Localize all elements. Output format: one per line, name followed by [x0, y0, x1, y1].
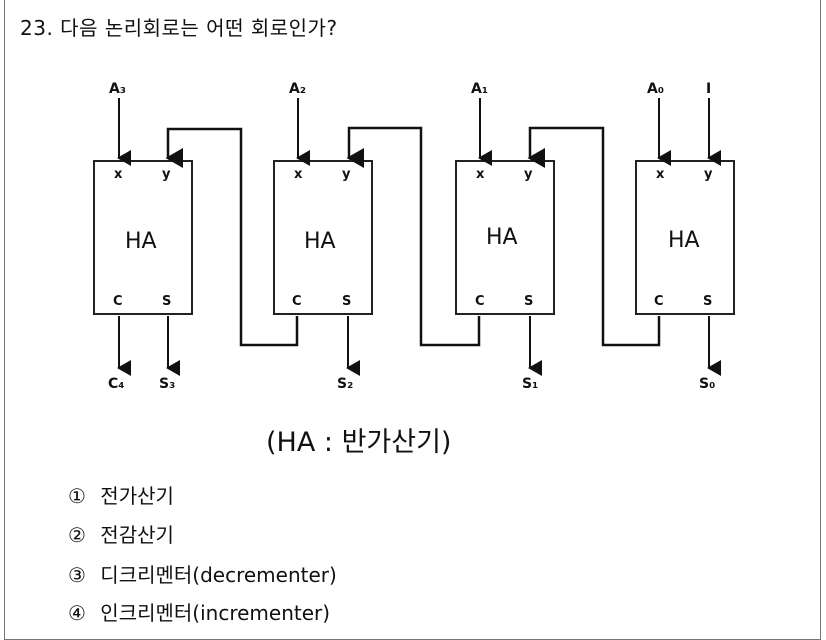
half-adder-block-2 [273, 160, 373, 315]
port-y-2: y [342, 167, 351, 182]
carry-wire-0-to-1 [527, 126, 661, 347]
question-text: 다음 논리회로는 어떤 회로인가? [60, 16, 338, 40]
output-label-s3: S₃ [159, 376, 175, 392]
port-y-0: y [704, 167, 713, 182]
ha-label-0: HA [668, 228, 700, 253]
ha-label-2: HA [304, 229, 336, 254]
input-label-a0: A₀ [647, 81, 664, 97]
port-c-0: C [654, 294, 664, 309]
ha-label-1: HA [486, 225, 518, 250]
answer-option-2[interactable]: ② 전감산기 [68, 519, 174, 548]
half-adder-block-1 [455, 160, 555, 315]
ha-label-3: HA [125, 229, 157, 254]
carry-wire-1-to-2 [346, 126, 481, 347]
input-label-a1: A₁ [471, 81, 488, 97]
half-adder-block-3 [93, 160, 193, 315]
option-marker: ④ [68, 601, 86, 625]
port-s-2: S [342, 294, 351, 309]
option-text: 인크리멘터(incrementer) [100, 601, 331, 625]
option-text: 전감산기 [100, 523, 174, 547]
port-x-0: x [656, 167, 665, 182]
output-label-s2: S₂ [337, 376, 353, 392]
port-c-3: C [113, 294, 123, 309]
port-c-2: C [292, 294, 302, 309]
port-y-3: y [162, 167, 171, 182]
port-y-1: y [524, 167, 533, 182]
diagram-caption: (HA : 반가산기) [266, 427, 452, 458]
answer-option-4[interactable]: ④ 인크리멘터(incrementer) [68, 597, 330, 626]
port-c-1: C [475, 294, 485, 309]
carry-wire-2-to-3 [165, 127, 299, 347]
input-label-i: I [706, 81, 711, 97]
port-s-3: S [162, 294, 171, 309]
option-marker: ① [68, 484, 86, 508]
port-x-2: x [294, 167, 303, 182]
answer-option-3[interactable]: ③ 디크리멘터(decrementer) [68, 559, 337, 588]
option-text: 전가산기 [100, 484, 174, 508]
port-x-3: x [114, 167, 123, 182]
input-label-a2: A₂ [289, 81, 306, 97]
question-number: 23. [20, 16, 54, 40]
port-s-0: S [703, 294, 712, 309]
port-x-1: x [476, 167, 485, 182]
question-title: 23. 다음 논리회로는 어떤 회로인가? [20, 12, 338, 41]
answer-option-1[interactable]: ① 전가산기 [68, 480, 174, 509]
half-adder-block-0 [635, 160, 735, 315]
option-text: 디크리멘터(decrementer) [100, 563, 337, 587]
input-label-a3: A₃ [109, 81, 126, 97]
output-label-c4: C₄ [108, 376, 124, 392]
output-label-s1: S₁ [522, 376, 538, 392]
option-marker: ② [68, 523, 86, 547]
port-s-1: S [524, 294, 533, 309]
output-label-s0: S₀ [699, 376, 715, 392]
option-marker: ③ [68, 563, 86, 587]
